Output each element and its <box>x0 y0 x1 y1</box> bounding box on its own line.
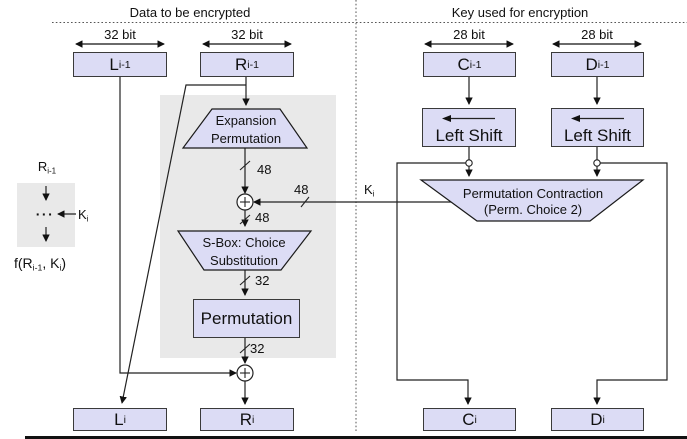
legend-input-sub: i-1 <box>47 166 57 176</box>
legend-arrows <box>42 186 76 242</box>
legend-key-sub: i <box>86 214 89 224</box>
header-data-half: Data to be encrypted <box>129 5 251 20</box>
perm-contraction-line1: Permutation Contraction <box>462 186 604 201</box>
bit-width-label-d: 28 bit <box>581 27 613 42</box>
bus-slashes <box>239 160 310 354</box>
register-r-next-sub: i <box>251 413 255 426</box>
register-r-prev-base: R <box>235 54 248 74</box>
permutation-block: Permutation <box>193 299 300 338</box>
register-c-prev-sub: i-1 <box>469 58 482 71</box>
register-c-next-sub: i <box>474 413 477 426</box>
register-l-next-sub: i <box>123 413 126 426</box>
branch-node-c <box>465 159 473 167</box>
legend-key-label: Ki <box>78 208 88 223</box>
register-d-next-base: D <box>590 409 603 429</box>
register-r-next-base: R <box>239 409 252 429</box>
xor1-icon <box>236 193 254 211</box>
legend-input-base: R <box>37 159 48 174</box>
bus-label-expansion-out: 48 <box>257 162 272 177</box>
left-shift-arrow-icon <box>442 115 495 122</box>
register-c-prev-base: C <box>457 54 470 74</box>
register-l-prev-sub: i-1 <box>118 58 131 71</box>
register-d-prev-sub: i-1 <box>597 58 610 71</box>
register-c-next-base: C <box>462 409 475 429</box>
register-l-next-base: L <box>114 409 124 429</box>
branch-node-d <box>593 159 601 167</box>
register-d-prev-base: D <box>585 54 598 74</box>
legend-dots: ··· <box>35 206 55 222</box>
line-r-prev-to-l-next <box>119 84 246 404</box>
round-key-label: Ki <box>364 183 374 198</box>
legend-output-s2: i <box>59 262 62 273</box>
legend-output-label: f(Ri-1, Ki) <box>14 256 66 272</box>
slash-xor-out <box>239 214 251 225</box>
bit-width-label-c: 28 bit <box>453 27 485 42</box>
expansion-permutation-label: Expansion Permutation <box>211 112 281 148</box>
bus-label-xor-out: 48 <box>255 210 270 225</box>
line-loop-to-d-next <box>593 162 668 405</box>
bus-label-key-in: 48 <box>294 182 309 197</box>
line-l-prev-to-xor2 <box>119 77 237 377</box>
legend-output-s1: i-1 <box>32 262 43 273</box>
perm-contraction-label: Permutation Contraction (Perm. Choice 2) <box>463 186 603 218</box>
legend-output-p3: ) <box>61 255 67 271</box>
expansion-line1: Expansion <box>215 113 277 128</box>
slash-expansion-out <box>239 160 251 171</box>
expansion-permutation-block <box>181 108 309 149</box>
register-l-prev-base: L <box>109 54 119 74</box>
bus-label-perm-out: 32 <box>250 341 265 356</box>
register-r-prev-sub: i-1 <box>247 58 259 71</box>
bit-width-label-l: 32 bit <box>104 27 136 42</box>
legend-key-base: K <box>78 207 87 222</box>
slash-perm-out <box>239 343 251 354</box>
left-shift-c-label: Left Shift <box>435 126 503 145</box>
xor2-icon <box>236 364 254 382</box>
permutation-label: Permutation <box>200 308 293 328</box>
left-shift-d-block: Left Shift <box>551 108 644 147</box>
line-loop-to-c-next <box>396 162 472 405</box>
sbox-block <box>176 230 313 271</box>
legend-input-label: Ri-1 <box>38 160 56 175</box>
slash-key-in <box>300 196 310 208</box>
legend-output-p1: f(R <box>14 255 33 271</box>
sbox-line2: Substitution <box>210 253 278 268</box>
permutation-contraction-block <box>419 179 645 222</box>
round-key-base: K <box>364 182 373 197</box>
left-shift-arrow-icon <box>570 115 624 122</box>
bottom-edge-bar <box>25 436 687 439</box>
expansion-line2: Permutation <box>210 131 282 146</box>
sbox-label: S-Box: Choice Substitution <box>202 234 285 270</box>
bit-width-label-r: 32 bit <box>231 27 263 42</box>
perm-contraction-line2: (Perm. Choice 2) <box>483 202 583 217</box>
legend-output-p2: , K <box>42 255 60 271</box>
header-key-half: Key used for encryption <box>451 5 589 20</box>
sbox-line1: S-Box: Choice <box>202 235 286 250</box>
left-shift-c-block: Left Shift <box>422 108 516 147</box>
slash-sbox-out <box>239 275 251 286</box>
left-shift-d-label: Left Shift <box>563 126 632 145</box>
round-key-sub: i <box>372 189 375 199</box>
bus-label-sbox-out: 32 <box>255 273 270 288</box>
register-d-next-sub: i <box>602 413 605 426</box>
